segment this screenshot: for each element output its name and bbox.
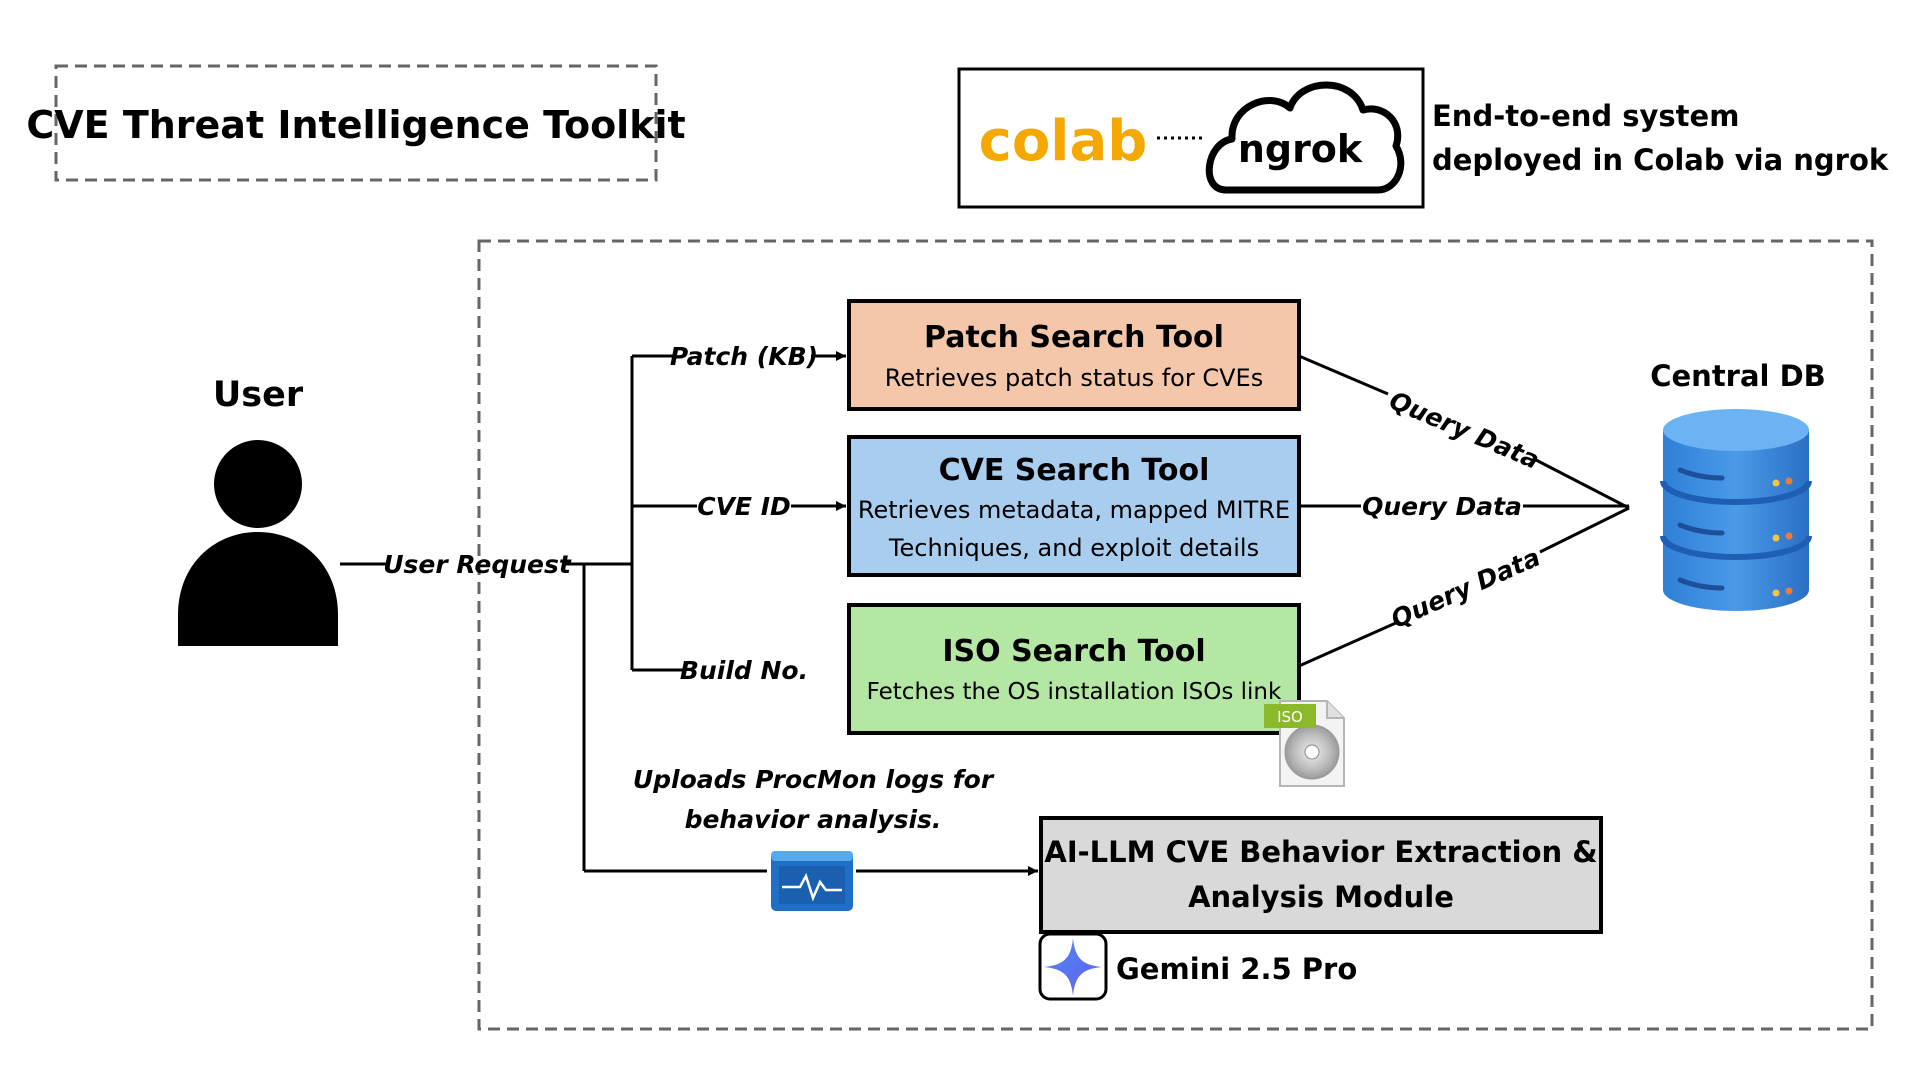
user-icon	[178, 440, 338, 646]
page-title: CVE Threat Intelligence Toolkit	[26, 103, 685, 147]
central-db: Central DB	[1650, 359, 1826, 611]
query-label-cve: Query Data	[1362, 492, 1522, 521]
query-label-patch: Query Data	[1385, 386, 1543, 475]
user-group: User	[178, 375, 338, 646]
cve-tool-desc-1: Retrieves metadata, mapped MITRE	[858, 496, 1290, 524]
gemini-badge: Gemini 2.5 Pro	[1038, 932, 1357, 1001]
log-monitor-icon	[771, 851, 853, 911]
iso-tool-desc: Fetches the OS installation ISOs link	[867, 679, 1282, 705]
cve-route-label: CVE ID	[697, 492, 791, 521]
ngrok-cloud-icon	[1205, 81, 1405, 194]
cve-tool-desc-2: Techniques, and exploit details	[888, 534, 1259, 562]
user-label: User	[213, 375, 304, 415]
database-icon	[1660, 409, 1812, 611]
colab-logo: colab	[979, 109, 1148, 174]
iso-disc-icon: ISO	[1264, 700, 1345, 787]
deploy-caption-line1: End-to-end system	[1432, 99, 1739, 133]
ai-module-title-1: AI-LLM CVE Behavior Extraction &	[1044, 835, 1597, 869]
patch-search-tool: Patch Search Tool Retrieves patch status…	[847, 299, 1301, 411]
user-request-label: User Request	[383, 550, 572, 579]
central-db-label: Central DB	[1650, 359, 1826, 393]
upload-route-label-1: Uploads ProcMon logs for	[633, 765, 995, 794]
connectors	[340, 351, 1630, 876]
deploy-caption-line2: deployed in Colab via ngrok	[1432, 143, 1889, 177]
ai-module-title-2: Analysis Module	[1188, 880, 1454, 914]
patch-route-label: Patch (KB)	[670, 342, 818, 371]
upload-route-label-2: behavior analysis.	[685, 805, 942, 834]
patch-tool-title: Patch Search Tool	[924, 320, 1224, 355]
build-route-label: Build No.	[680, 656, 808, 685]
deploy-box: colab ngrok End-to-end system deployed i…	[957, 67, 1889, 209]
system-container	[477, 239, 1874, 1031]
cve-search-tool: CVE Search Tool Retrieves metadata, mapp…	[847, 435, 1301, 577]
ai-module: AI-LLM CVE Behavior Extraction & Analysi…	[1039, 816, 1603, 934]
iso-badge-label: ISO	[1277, 708, 1303, 726]
iso-tool-title: ISO Search Tool	[942, 634, 1205, 669]
title-box: CVE Threat Intelligence Toolkit	[26, 64, 686, 182]
iso-search-tool: ISO Search Tool Fetches the OS installat…	[847, 603, 1301, 735]
patch-tool-desc: Retrieves patch status for CVEs	[885, 364, 1263, 392]
ngrok-label: ngrok	[1238, 127, 1363, 171]
query-label-iso: Query Data	[1387, 542, 1545, 633]
gemini-model-label: Gemini 2.5 Pro	[1116, 952, 1357, 986]
cve-tool-title: CVE Search Tool	[939, 453, 1210, 488]
